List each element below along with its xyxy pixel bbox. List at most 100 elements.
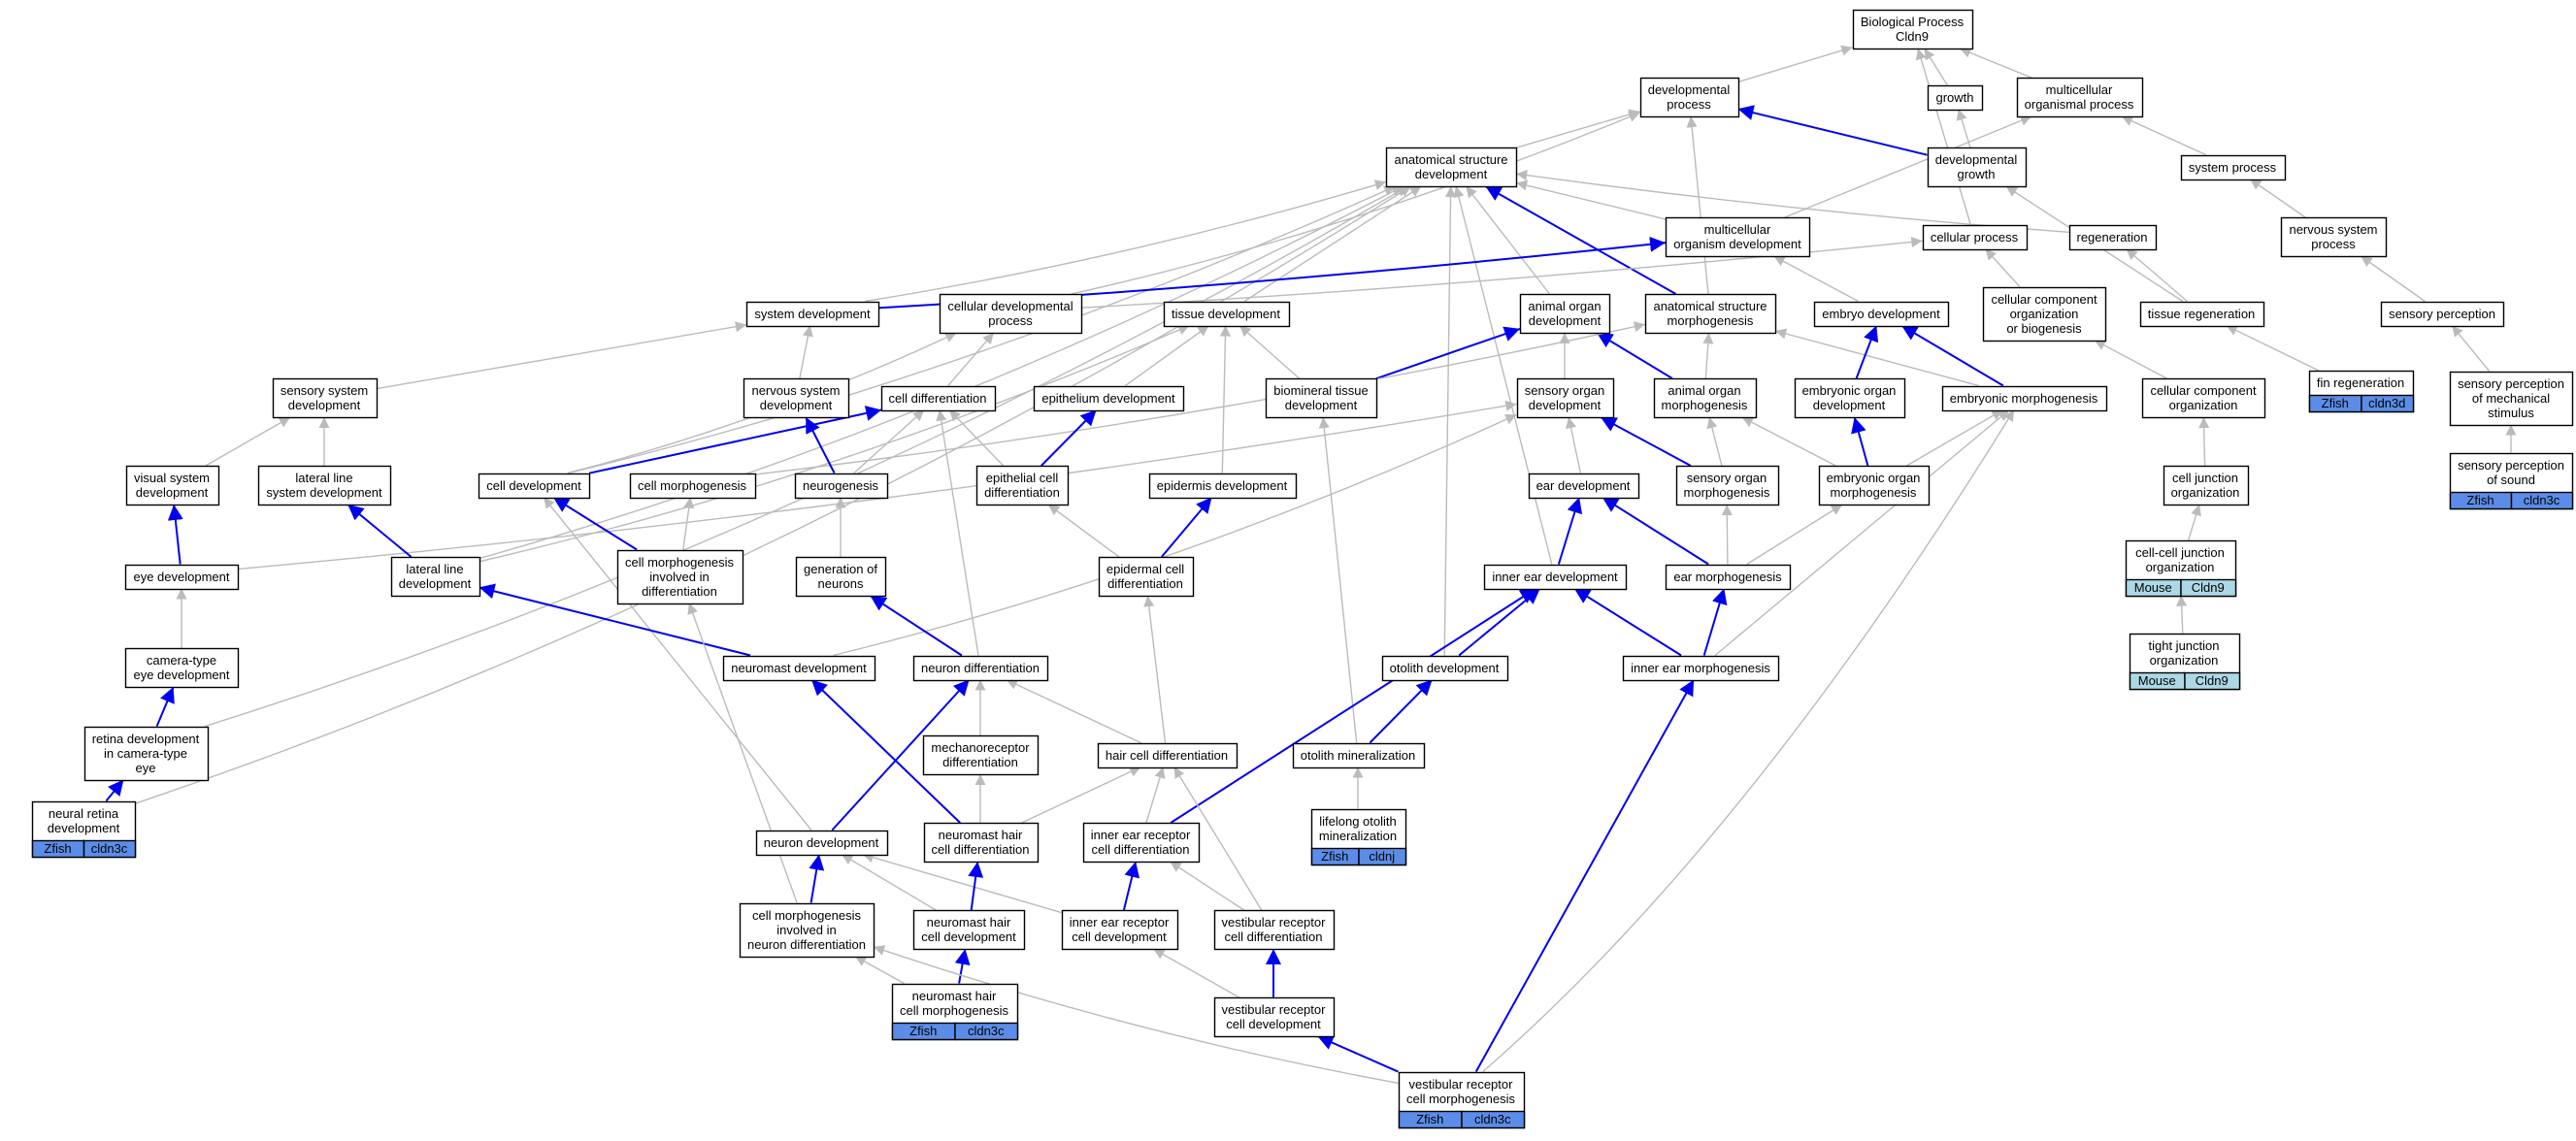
term-node-epidermdev[interactable]: epidermis development (1148, 473, 1298, 500)
term-node-celldiff[interactable]: cell differentiation (880, 385, 997, 412)
term-box (2139, 301, 2265, 328)
term-node-epidev[interactable]: epithelium development (1033, 385, 1185, 412)
edge-tissregen-to-regen (2126, 247, 2188, 303)
term-label-line: embryonic organ (1802, 383, 1897, 398)
term-node-neurdiff[interactable]: neuron differentiation (912, 655, 1049, 682)
term-label-line: cell morphogenesis (1406, 1092, 1516, 1106)
term-node-eardev[interactable]: ear development (1528, 473, 1640, 500)
term-label-line: cell development (1072, 929, 1167, 944)
term-node-sysdev[interactable]: system development (745, 301, 880, 328)
term-label-line: in camera-type (104, 746, 187, 761)
term-label-line: lateral line (295, 471, 352, 485)
term-node-otomin[interactable]: otolith mineralization (1292, 742, 1426, 769)
term-label-line: cell junction (2172, 471, 2238, 485)
term-label-line: embryonic organ (1827, 471, 1921, 485)
term-node-eyedev[interactable]: eye development (124, 564, 240, 591)
term-node-nmd[interactable]: neuromast development (722, 655, 876, 682)
term-node-otodev[interactable]: otolith development (1381, 655, 1509, 682)
term-node-earmorph[interactable]: ear morphogenesis (1665, 564, 1792, 591)
term-node-neurdev[interactable]: neuron development (755, 830, 889, 857)
term-node-regen[interactable]: regeneration (2068, 224, 2158, 251)
species-label: Mouse (2138, 673, 2176, 688)
term-label-line: system process (2189, 160, 2277, 175)
term-node-sysproc[interactable]: system process (2180, 154, 2287, 181)
term-label-line: or biogenesis (2006, 321, 2082, 336)
term-node-neurogen[interactable]: neurogenesis (794, 473, 889, 500)
edge-nhcdev-to-neurdev (841, 853, 937, 911)
term-node-embmorph[interactable]: embryonic morphogenesis (1941, 385, 2108, 412)
term-node-hcd[interactable]: hair cell differentiation (1097, 742, 1238, 769)
gene-badge (83, 839, 137, 859)
term-node-ied[interactable]: inner ear development (1483, 564, 1628, 591)
edge-eardev-to-sod (1566, 416, 1582, 473)
term-box (1148, 473, 1298, 500)
term-node-iem[interactable]: inner ear morphogenesis (1622, 655, 1780, 682)
term-node-tissregen[interactable]: tissue regeneration (2139, 301, 2265, 328)
edge-lld-to-asd (479, 185, 1404, 560)
term-node-sensperc[interactable]: sensory perception (2380, 301, 2505, 328)
edge-vrcm-to-embmorph (1482, 409, 2015, 1073)
term-node-tissdev[interactable]: tissue development (1163, 301, 1291, 328)
term-label-line: sensory organ (1525, 383, 1604, 398)
term-node-growth[interactable]: growth (1927, 84, 1984, 112)
term-box (2141, 377, 2266, 419)
term-box (1381, 655, 1509, 682)
term-box (743, 377, 850, 419)
edge-neurdiff-to-celldiff (936, 409, 979, 656)
edge-eyedev-to-sod (237, 400, 1517, 570)
term-box (1098, 556, 1195, 598)
term-node-celldev[interactable]: cell development (478, 473, 591, 500)
term-node-cellmorph[interactable]: cell morphogenesis (629, 473, 757, 500)
term-node-cellproc[interactable]: cellular process (1922, 224, 2029, 251)
term-node-embdev[interactable]: embryo development (1813, 301, 1950, 328)
